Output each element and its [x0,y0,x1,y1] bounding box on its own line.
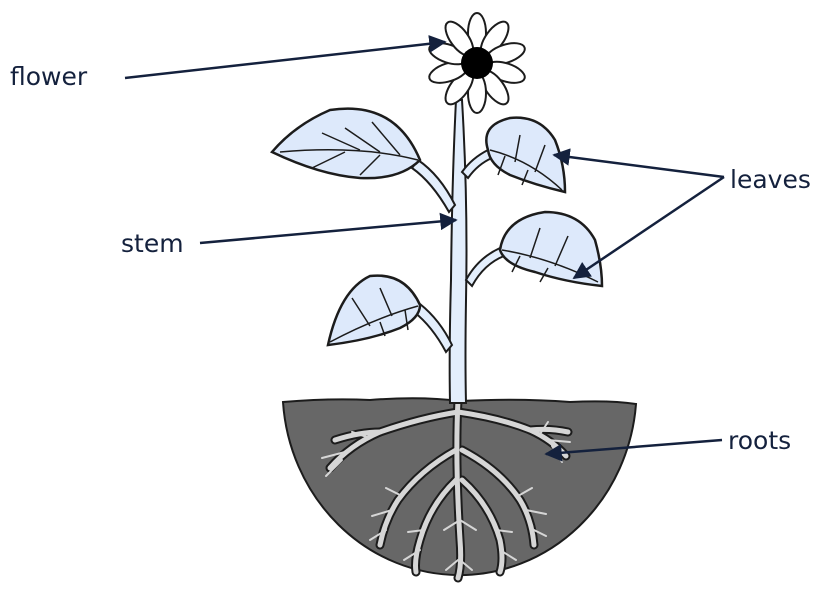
leaves-illustration [272,109,602,345]
stem-leader [200,220,456,243]
flower-center [461,47,493,79]
flower-leader [125,42,445,78]
stem-label: stem [121,231,184,256]
leaves-leader-upper [554,155,724,177]
roots-label: roots [728,428,791,453]
flower-illustration [427,13,528,113]
stem-illustration [450,100,467,403]
leaves-label: leaves [730,167,811,192]
leader-lines [125,42,724,454]
leaves-leader-lower [574,177,724,278]
flower-label: flower [10,64,87,89]
